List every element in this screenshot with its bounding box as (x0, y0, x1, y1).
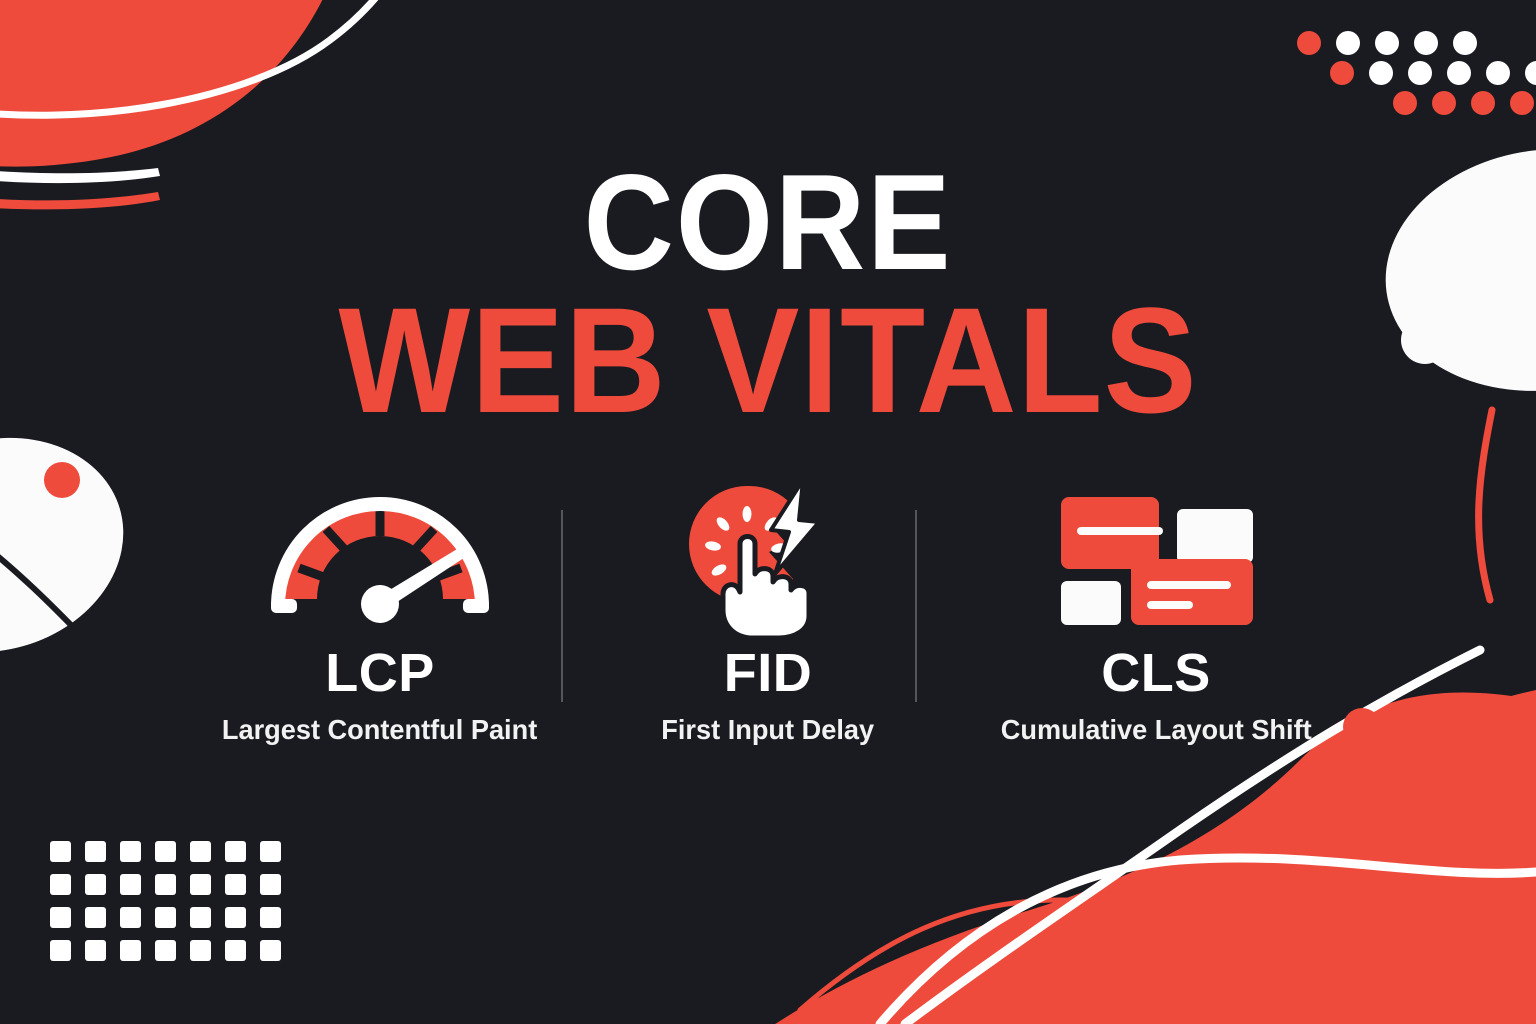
metric-icon-wrapper-lcp (255, 478, 505, 638)
red-taper-stroke (0, 192, 160, 210)
metric-acronym-fid: FID (723, 643, 813, 703)
white-ellipse-right (1385, 149, 1536, 391)
metric-card-lcp[interactable]: LCP Largest Contentful Paint (186, 478, 574, 744)
speedometer-gauge-icon (271, 497, 489, 623)
metric-description-lcp: Largest Contentful Paint (222, 714, 538, 745)
metric-divider-2 (915, 510, 917, 702)
red-blob-top-left (0, 0, 323, 167)
white-taper-stroke (0, 168, 160, 184)
metric-acronym-lcp: LCP (325, 643, 435, 703)
pointing-hand-tap-lightning-icon (689, 478, 821, 638)
cls-box-red-bottom (1131, 559, 1253, 625)
metric-icon-wrapper-cls (1051, 478, 1261, 638)
title-line-web-vitals: WEB VITALS (338, 276, 1198, 445)
metric-description-cls: Cumulative Layout Shift (1000, 714, 1312, 745)
bottom-left-square-grid (50, 841, 281, 961)
page-title: CORE WEB VITALS (0, 146, 1536, 445)
metric-divider-1 (561, 510, 563, 702)
top-right-dot-grid (1297, 31, 1536, 115)
red-curve-stroke (1475, 406, 1496, 604)
white-curve-flat (875, 853, 1536, 1024)
metric-description-fid: First Input Delay (661, 714, 875, 745)
metric-card-fid[interactable]: FID First Input Delay (574, 478, 962, 744)
title-line-core: CORE (583, 146, 953, 298)
metrics-row: LCP Largest Contentful Paint (186, 478, 1350, 768)
red-dot-on-curve (1343, 708, 1381, 746)
red-curve-low (797, 897, 1333, 1024)
red-dot-left (44, 462, 80, 498)
white-arc-stroke (0, 0, 379, 119)
metric-card-cls[interactable]: CLS Cumulative Layout Shift (962, 478, 1350, 744)
white-curve-rising (900, 645, 1485, 1024)
cls-box-white-top (1177, 509, 1253, 563)
shifting-layout-boxes-icon (1061, 497, 1253, 625)
white-small-circle (1401, 316, 1449, 364)
metric-acronym-cls: CLS (1101, 643, 1211, 703)
metric-icon-wrapper-fid (683, 478, 853, 638)
cls-box-white-bottom (1061, 581, 1121, 625)
